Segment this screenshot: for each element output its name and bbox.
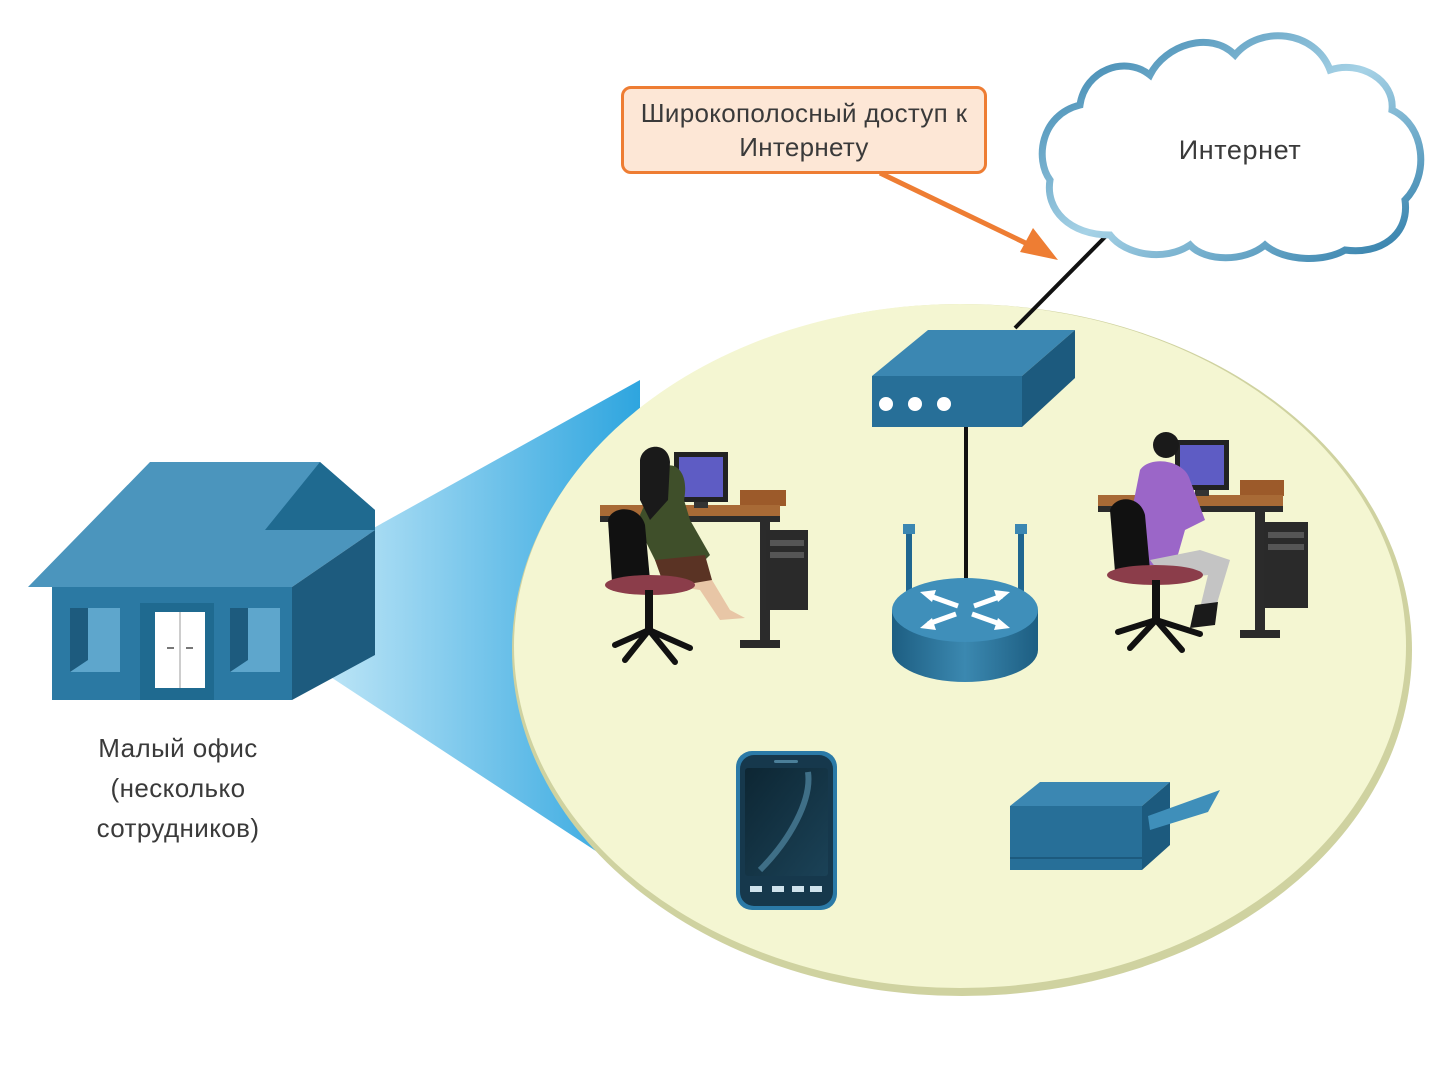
small-office-label: Малый офис (несколько сотрудников) bbox=[58, 728, 298, 848]
callout-line-1: Широкополосный доступ к bbox=[640, 98, 968, 128]
user-workstation-icon bbox=[1098, 432, 1308, 653]
user-workstation-icon bbox=[600, 446, 808, 665]
callout-arrow bbox=[878, 170, 1058, 260]
modem-icon bbox=[872, 330, 1075, 427]
internet-label: Интернет bbox=[1178, 135, 1302, 165]
callout-line-2: Интернету bbox=[739, 132, 869, 162]
wireless-router-icon bbox=[892, 524, 1038, 682]
smartphone-icon bbox=[736, 751, 837, 910]
house-icon bbox=[28, 462, 375, 700]
cloud-icon bbox=[1038, 32, 1425, 262]
broadband-callout: Широкополосный доступ к Интернету bbox=[621, 86, 987, 174]
link-modem-cloud bbox=[1013, 232, 1110, 330]
office-label-line-3: сотрудников) bbox=[96, 813, 260, 843]
printer-icon bbox=[1010, 782, 1220, 870]
office-label-line-1: Малый офис bbox=[98, 733, 258, 763]
office-label-line-2: (несколько bbox=[110, 773, 246, 803]
